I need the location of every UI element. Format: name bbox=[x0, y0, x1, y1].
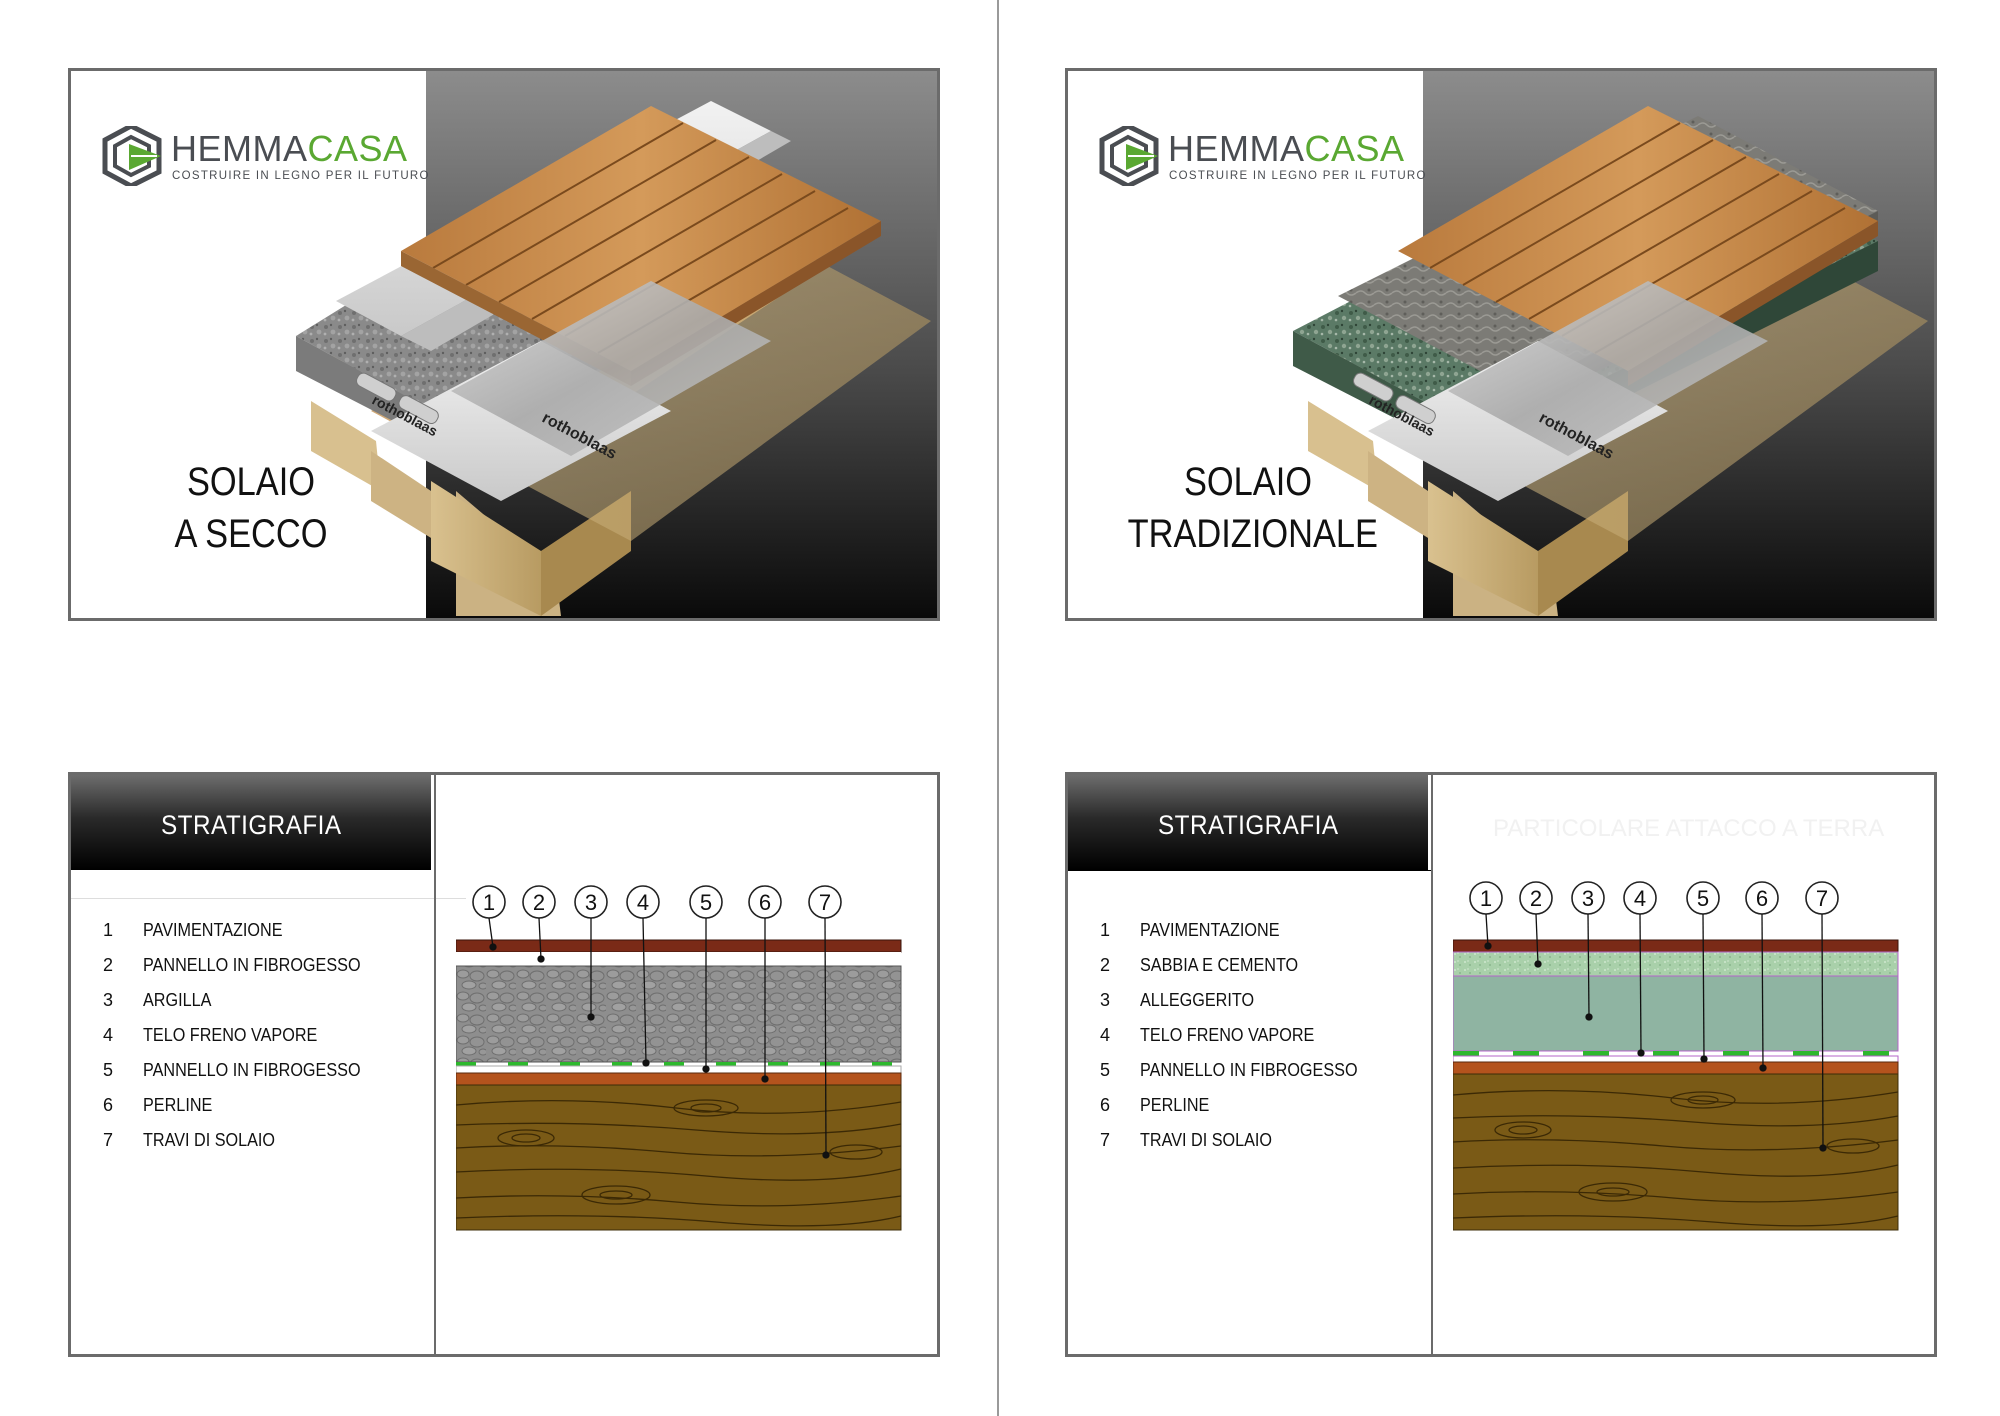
hero-title-line2: TRADIZIONALE bbox=[1127, 512, 1378, 556]
brand-tagline: COSTRUIRE IN LEGNO PER IL FUTURO bbox=[172, 170, 430, 182]
svg-text:2: 2 bbox=[533, 890, 545, 915]
hemmacasa-logo-icon bbox=[1099, 126, 1159, 186]
column-divider bbox=[1431, 775, 1433, 1354]
layer-pannello-fibrogesso bbox=[456, 1065, 902, 1074]
svg-text:7: 7 bbox=[1816, 886, 1828, 911]
stratigraphy-heading: STRATIGRAFIA bbox=[71, 775, 431, 870]
layer-sabbia-cemento bbox=[1453, 951, 1899, 977]
svg-text:3: 3 bbox=[1582, 886, 1594, 911]
ghost-subheading: PARTICOLARE ATTACCO A TERRA bbox=[1493, 815, 1885, 842]
layer-pavimentazione bbox=[456, 939, 902, 953]
section-diagram-dry-floor: 1 2 3 4 5 6 7 bbox=[456, 885, 902, 1231]
layer-telo-freno-vapore bbox=[456, 1062, 892, 1066]
layer-pavimentazione bbox=[1453, 939, 1899, 953]
svg-text:5: 5 bbox=[1697, 886, 1709, 911]
svg-text:2: 2 bbox=[1530, 886, 1542, 911]
section-diagram-traditional-floor: 1 2 3 4 5 6 7 bbox=[1453, 881, 1899, 1231]
hero-title-line1: SOLAIO bbox=[186, 460, 316, 504]
stratigraphy-panel-traditional-floor: STRATIGRAFIA PARTICOLARE ATTACCO A TERRA… bbox=[1065, 772, 1937, 1357]
svg-text:1: 1 bbox=[1480, 886, 1492, 911]
svg-text:3: 3 bbox=[585, 890, 597, 915]
layer-perline bbox=[1453, 1061, 1899, 1075]
hemmacasa-logo: HEMMACASA COSTRUIRE IN LEGNO PER IL FUTU… bbox=[101, 126, 431, 186]
svg-text:1: 1 bbox=[483, 890, 495, 915]
layer-travi bbox=[456, 1084, 902, 1231]
svg-text:6: 6 bbox=[759, 890, 771, 915]
hero-title-line1: SOLAIO bbox=[1183, 460, 1313, 504]
layer-argilla bbox=[456, 965, 902, 1063]
page-divider bbox=[997, 0, 999, 1416]
hemmacasa-logo: HEMMACASA COSTRUIRE IN LEGNO PER IL FUTU… bbox=[1098, 126, 1428, 186]
hero-panel-dry-floor: rothoblaas rothoblaas HEMMACASA COSTRUIR… bbox=[68, 68, 940, 621]
layer-alleggerito bbox=[1453, 975, 1899, 1052]
row-divider bbox=[1068, 870, 1431, 871]
brand-name: HEMMACASA bbox=[171, 128, 408, 169]
layer-telo-freno-vapore bbox=[1453, 1051, 1889, 1056]
brand-tagline: COSTRUIRE IN LEGNO PER IL FUTURO bbox=[1169, 170, 1427, 182]
layer-callouts: 1 2 3 4 5 6 7 bbox=[472, 885, 842, 919]
hero-title-line2: A SECCO bbox=[174, 512, 328, 556]
layer-pannello-fibrogesso-top bbox=[456, 952, 901, 966]
row-divider bbox=[71, 898, 434, 899]
layer-travi bbox=[1453, 1073, 1899, 1231]
brand-name: HEMMACASA bbox=[1168, 128, 1405, 169]
svg-text:4: 4 bbox=[1634, 886, 1646, 911]
traditional-floor-illustration: rothoblaas rothoblaas bbox=[1293, 71, 1934, 618]
stratigraphy-heading: STRATIGRAFIA bbox=[1068, 775, 1428, 870]
hero-title: SOLAIO TRADIZIONALE bbox=[1108, 456, 1388, 560]
dry-floor-illustration: rothoblaas rothoblaas bbox=[296, 71, 937, 618]
hero-title: SOLAIO A SECCO bbox=[141, 456, 361, 560]
layer-callouts: 1 2 3 4 5 6 7 bbox=[1469, 881, 1839, 915]
wood-grain bbox=[456, 1099, 902, 1227]
svg-text:6: 6 bbox=[1756, 886, 1768, 911]
hemmacasa-logo-icon bbox=[102, 126, 162, 186]
svg-text:7: 7 bbox=[819, 890, 831, 915]
svg-text:5: 5 bbox=[700, 890, 712, 915]
callout-leaders bbox=[488, 917, 830, 1159]
callout-leaders bbox=[1484, 913, 1827, 1152]
svg-text:4: 4 bbox=[637, 890, 649, 915]
column-divider bbox=[434, 775, 436, 1354]
layer-perline bbox=[456, 1072, 902, 1086]
layer-pannello-fibrogesso bbox=[1453, 1055, 1899, 1063]
row-divider bbox=[436, 898, 466, 899]
hero-panel-traditional-floor: rothoblaas rothoblaas HEMMACASA COSTRUIR… bbox=[1065, 68, 1937, 621]
